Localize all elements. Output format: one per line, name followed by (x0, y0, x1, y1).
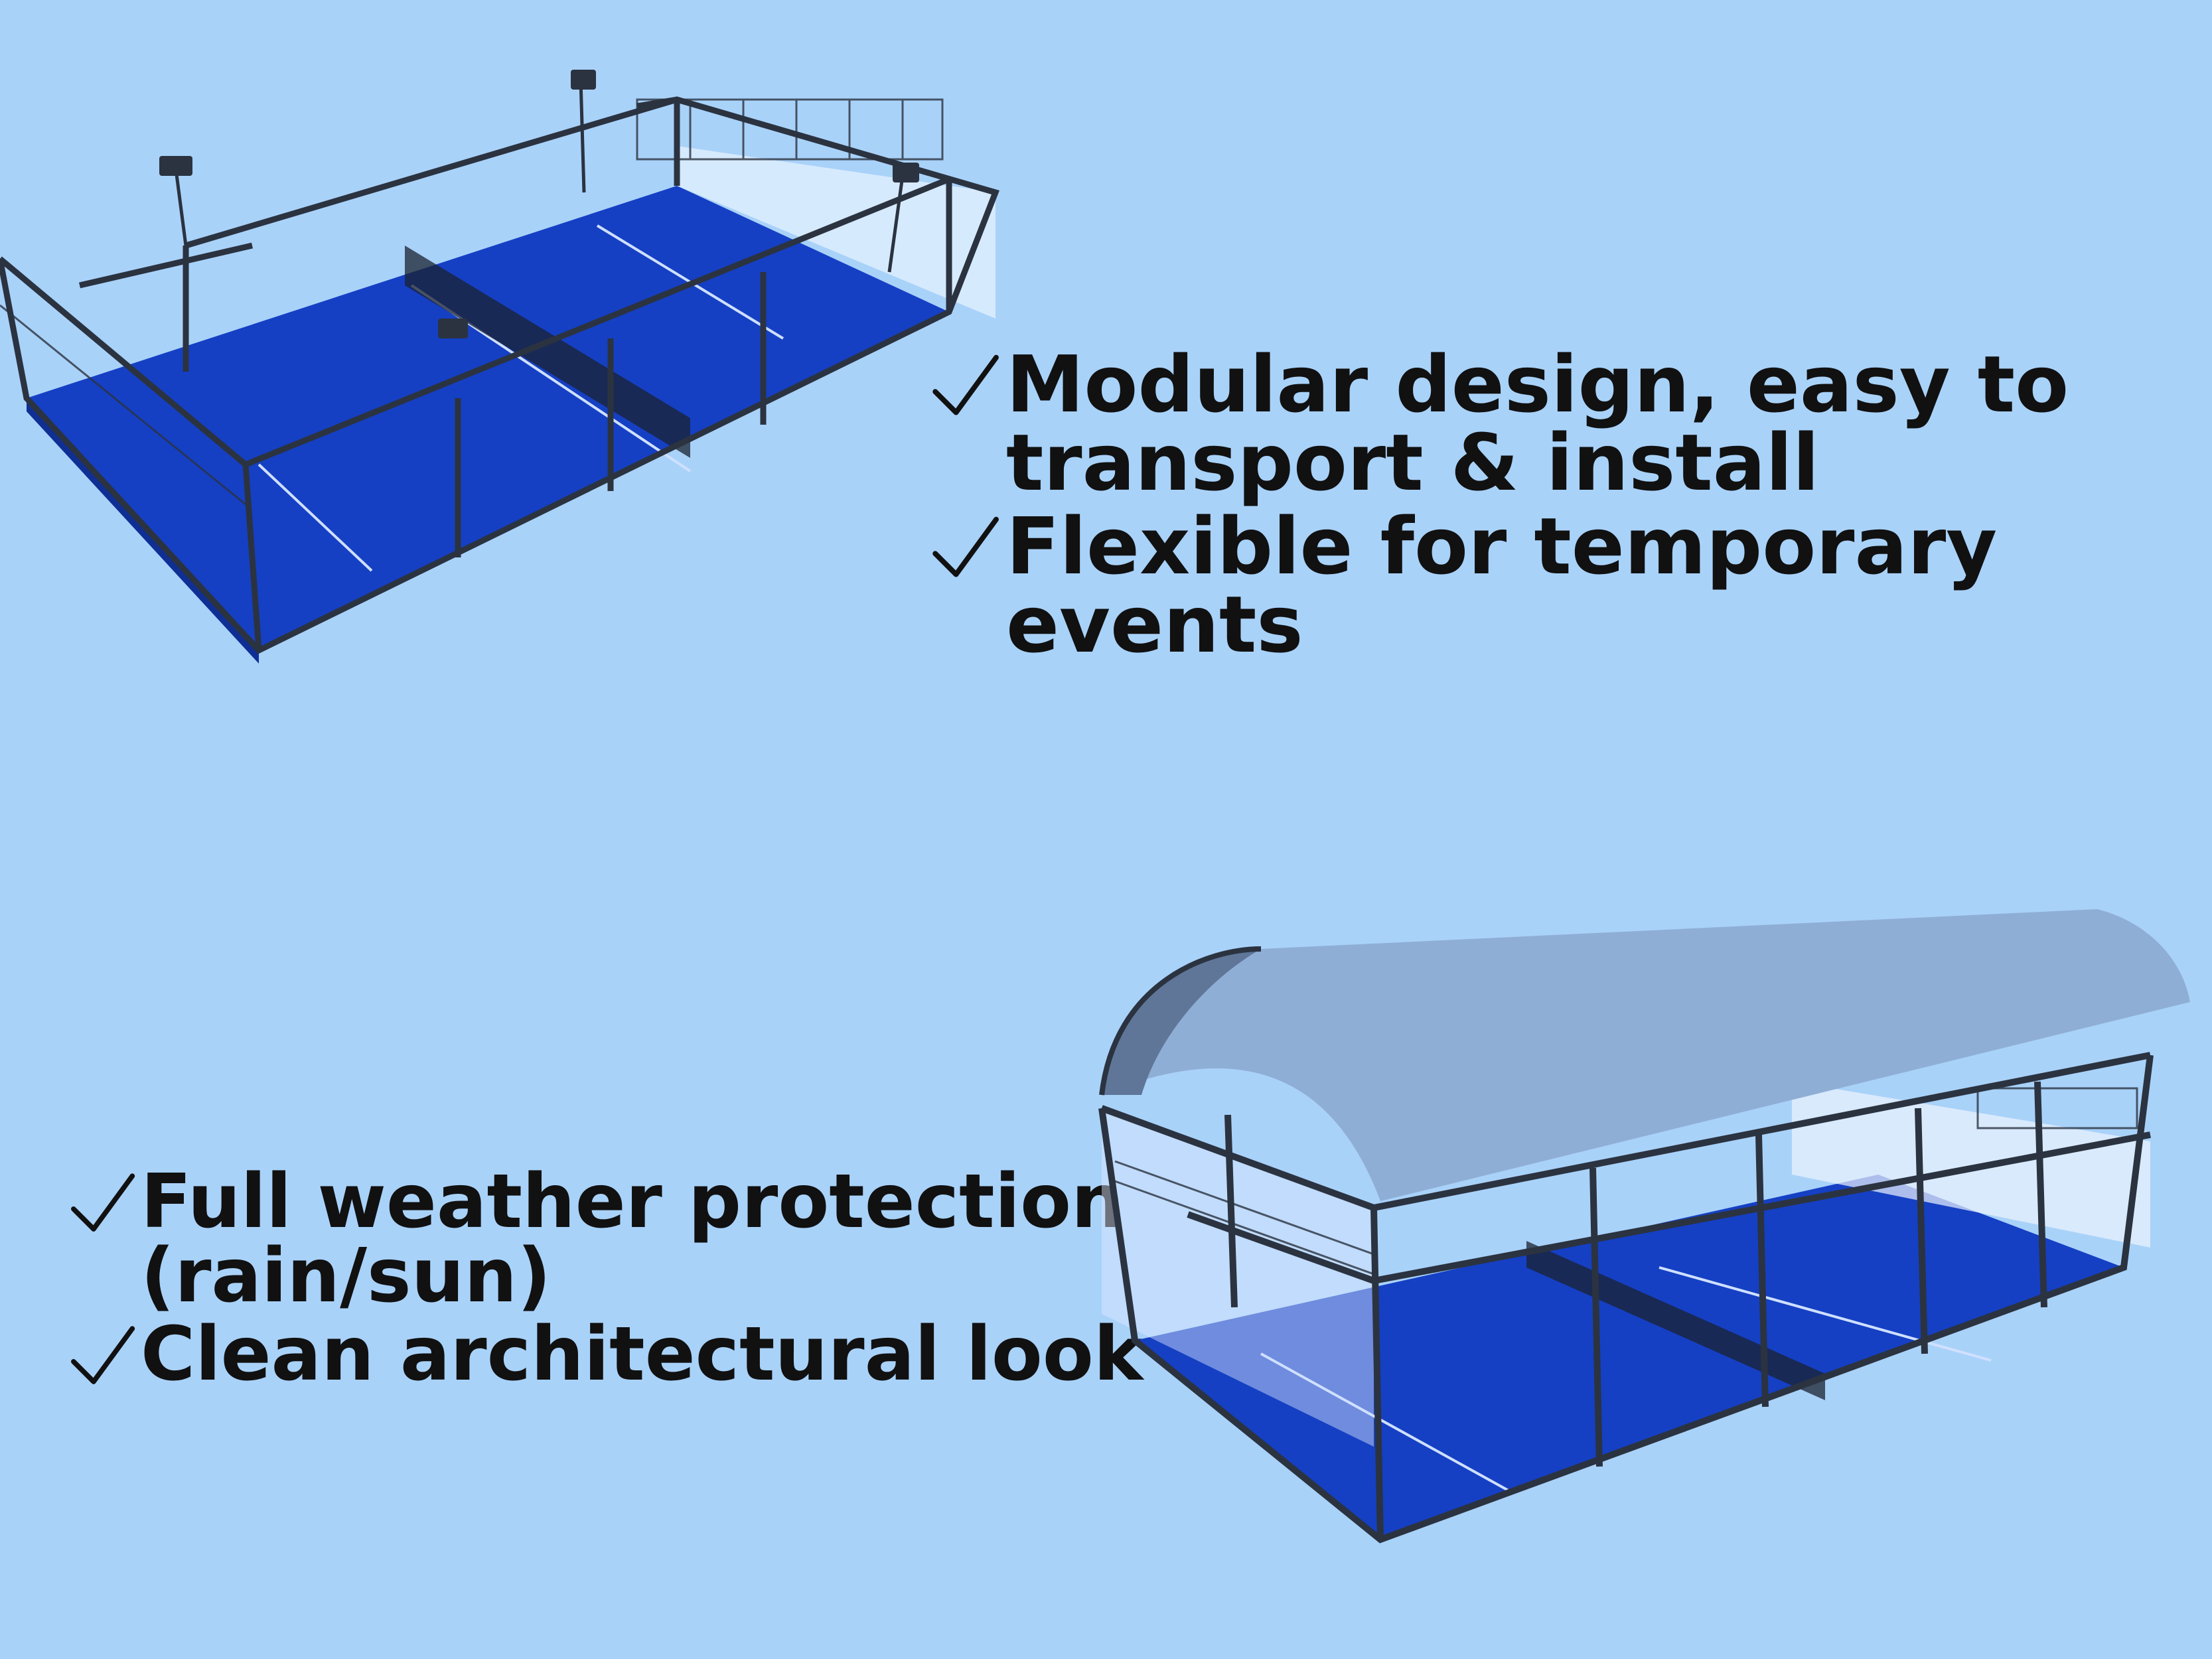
check-icon (928, 345, 1002, 423)
feature-item-weather: Full weather protection (rain/sun) (66, 1165, 1143, 1313)
feature-text: Modular design, easy to transport & inst… (1006, 338, 2069, 508)
feature-text: Flexible for temporary events (1006, 500, 1998, 670)
feature-item-modular: Modular design, easy to transport & inst… (928, 345, 2212, 502)
mesh-panels (1114, 1087, 2138, 1275)
check-icon (928, 507, 1002, 585)
glass-wall-left (1102, 1108, 1374, 1447)
open-padel-court-illustration (0, 27, 1035, 690)
court-net (405, 246, 690, 458)
check-icon (66, 1317, 138, 1392)
court-net (1526, 1241, 1825, 1400)
court-floor (27, 186, 949, 650)
feature-item-flexible: Flexible for temporary events (928, 507, 2212, 664)
light-poles (174, 79, 905, 273)
mesh-panels (0, 98, 944, 506)
feature-item-architectural: Clean architectural look (66, 1317, 1143, 1392)
open-court-svg (0, 70, 999, 664)
glass-wall-right (1792, 1082, 2150, 1248)
features-top-list: Modular design, easy to transport & inst… (928, 345, 2212, 664)
glass-wall-right (677, 146, 995, 319)
court-frame (0, 96, 999, 654)
feature-text: Clean architectural look (141, 1311, 1143, 1398)
check-icon (66, 1165, 138, 1239)
court-lines (1260, 1266, 1992, 1494)
roof-edge (1099, 946, 1262, 1096)
covered-padel-court-illustration (1062, 896, 2190, 1593)
curved-roof (1102, 909, 2190, 1201)
court-floor (1135, 1175, 2124, 1540)
features-bottom-list: Full weather protection (rain/sun) Clean… (66, 1165, 1143, 1392)
light-heads (159, 70, 919, 338)
feature-text: Full weather protection (rain/sun) (141, 1159, 1124, 1319)
roof-underside (1102, 949, 1261, 1095)
covered-court-svg (1098, 909, 2190, 1544)
court-frame (1098, 1052, 2154, 1544)
